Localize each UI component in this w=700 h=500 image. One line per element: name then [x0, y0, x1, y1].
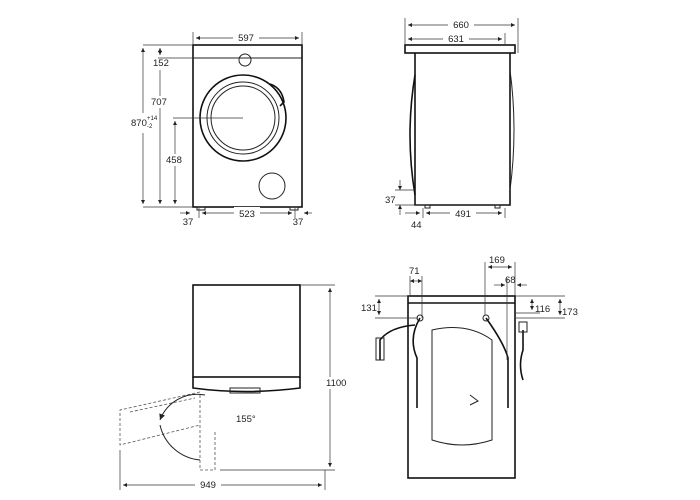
side-view: 660 631 37 44 491: [385, 18, 519, 231]
height-open-label: 1100: [326, 378, 346, 389]
drain-hose-icon: [412, 317, 421, 408]
hose-left-offset-label: 71: [409, 266, 420, 277]
hose-right-height-b-label: 173: [562, 307, 578, 318]
door-center-label: 458: [166, 155, 182, 166]
foot-height-label: 37: [385, 195, 396, 206]
depth-open-label: 949: [200, 480, 216, 491]
program-knob-icon: [238, 53, 252, 67]
feet-span-label: 523: [239, 209, 255, 220]
back-view: 71 131 169 68 116 173: [361, 255, 578, 479]
door-top-label: 707: [151, 97, 167, 108]
depth-total-label: 660: [453, 20, 469, 31]
hose-right-height-a-label: 116: [535, 304, 550, 315]
hose-left-height-label: 131: [361, 303, 377, 314]
front-height-label: 870: [131, 118, 147, 129]
foot-offset-label: 44: [411, 220, 422, 231]
feet-depth-label: 491: [455, 209, 471, 220]
foot-left-label: 37: [183, 217, 194, 228]
door-open-view: 1100 949 155°: [119, 284, 351, 491]
hose-right-offset-label: 169: [489, 255, 505, 266]
front-view: 597 870 +14 -2 152 707 458 523 37 37: [131, 31, 312, 228]
filter-hatch-icon: [258, 172, 286, 200]
top-panel-label: 152: [153, 58, 169, 69]
height-tolerance-minus: -2: [147, 124, 153, 130]
depth-body-label: 631: [448, 34, 464, 45]
inlet-hose-icon: [485, 317, 509, 408]
hose-right-inner-label: 68: [505, 275, 516, 286]
front-width-label: 597: [238, 33, 254, 44]
foot-right-label: 37: [293, 217, 304, 228]
door-angle-label: 155°: [236, 414, 256, 425]
height-tolerance-plus: +14: [147, 116, 158, 122]
